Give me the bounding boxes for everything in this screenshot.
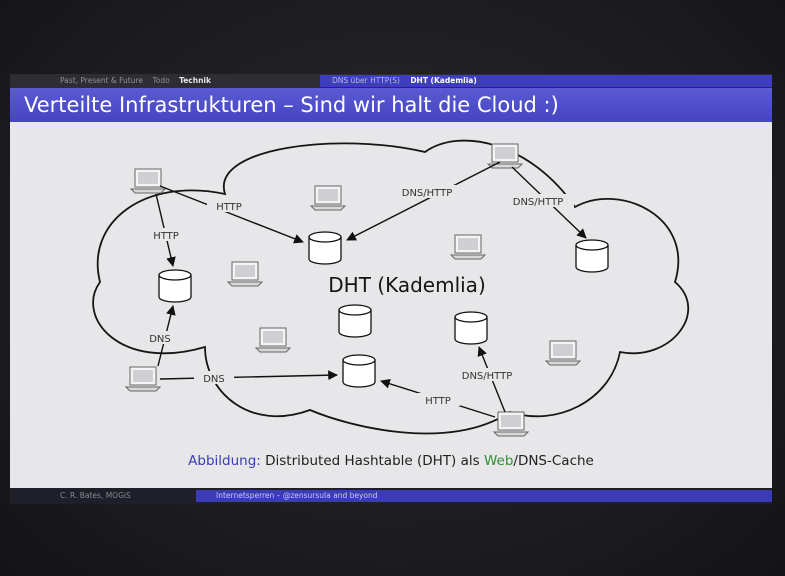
footer-talk-title: Internetsperren – @zensursula and beyond: [216, 491, 378, 500]
client-laptop-icon: [493, 411, 529, 437]
dht-network-diagram: HTTP HTTP DNS/HTTP DNS/HTTP DNS DNS DNS/…: [92, 139, 689, 437]
caption-web-word: Web: [483, 453, 514, 469]
slide-title-bar: Verteilte Infrastrukturen – Sind wir hal…: [10, 88, 772, 122]
edge-label-http: HTTP: [153, 231, 179, 242]
dht-node-database-icon: [338, 304, 372, 338]
edge-label-dns: DNS: [203, 374, 225, 385]
slide-footer: C. R. Bates, MOGiS Internetsperren – @ze…: [10, 488, 772, 504]
nav-section-todo[interactable]: Todo: [152, 76, 170, 85]
peer-laptop-icon: [545, 340, 581, 366]
section-navigation: Past, Present & Future Todo Technik: [60, 74, 218, 88]
slide-title: Verteilte Infrastrukturen – Sind wir hal…: [24, 93, 559, 117]
peer-laptop-icon: [255, 327, 291, 353]
slide: Past, Present & Future Todo Technik DNS …: [10, 74, 772, 504]
caption-text-before: Distributed Hashtable (DHT) als: [265, 453, 484, 469]
peer-laptop-icon: [227, 261, 263, 287]
edge-label-dns-http: DNS/HTTP: [402, 188, 453, 199]
client-laptop-icon: [125, 366, 161, 392]
caption-text-after: /DNS-Cache: [513, 453, 594, 469]
edge-label-dns-http: DNS/HTTP: [462, 371, 513, 382]
peer-laptop-icon: [310, 185, 346, 211]
footer-title-box: Internetsperren – @zensursula and beyond: [196, 490, 772, 502]
edge-label-http: HTTP: [216, 202, 242, 213]
subsection-navigation: DNS über HTTP(S) DHT (Kademlia): [320, 75, 772, 87]
nav-subsection-dns-over-https[interactable]: DNS über HTTP(S): [332, 76, 400, 85]
edge-label-dns-http: DNS/HTTP: [513, 197, 564, 208]
dht-cloud-outline: [92, 139, 689, 435]
footer-author: C. R. Bates, MOGiS: [60, 491, 131, 500]
edge-label-dns: DNS: [149, 334, 171, 345]
nav-subsection-dht-kademlia[interactable]: DHT (Kademlia): [410, 76, 477, 85]
dht-node-database-icon: [575, 239, 609, 273]
navigation-bar: Past, Present & Future Todo Technik DNS …: [10, 74, 772, 88]
dht-node-database-icon: [308, 231, 342, 265]
caption-label: Abbildung:: [188, 453, 261, 469]
edge-label-http: HTTP: [425, 396, 451, 407]
dht-center-label: DHT (Kademlia): [328, 273, 486, 297]
client-laptop-icon: [487, 143, 523, 169]
peer-laptop-icon: [450, 234, 486, 260]
dht-node-database-icon: [342, 354, 376, 388]
client-laptop-icon: [130, 168, 166, 194]
footer-author-box: C. R. Bates, MOGiS: [10, 488, 196, 504]
dht-node-database-icon: [454, 311, 488, 345]
nav-section-technik[interactable]: Technik: [179, 76, 211, 85]
edge-labels: HTTP HTTP DNS/HTTP DNS/HTTP DNS DNS DNS/…: [140, 185, 574, 407]
dht-node-database-icon: [158, 269, 192, 303]
figure-caption: Abbildung: Distributed Hashtable (DHT) a…: [10, 453, 772, 469]
nav-section-past-present-future[interactable]: Past, Present & Future: [60, 76, 144, 85]
